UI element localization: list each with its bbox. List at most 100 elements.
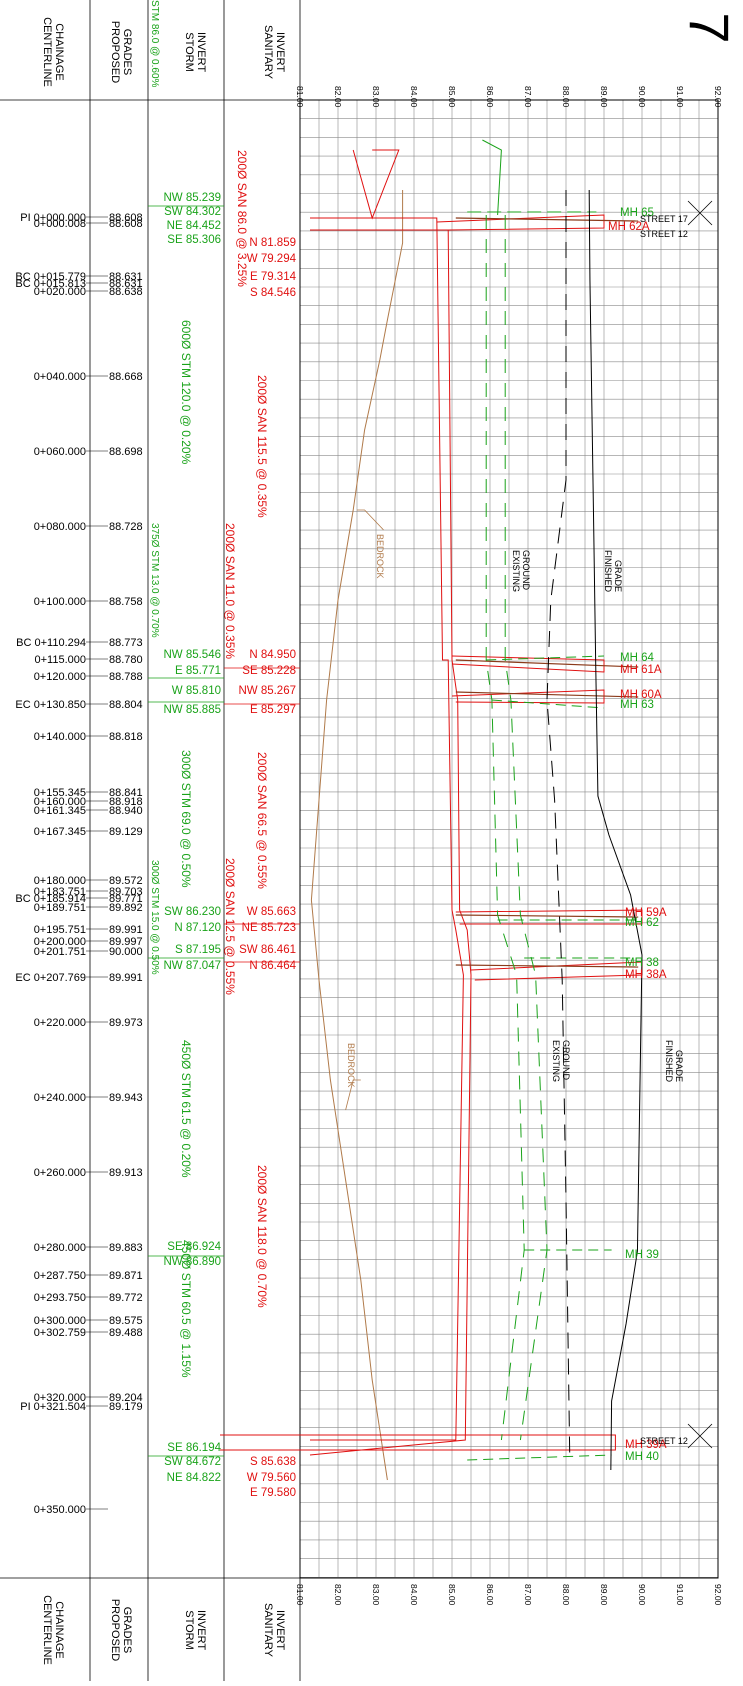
header-grades-2: GRADES xyxy=(121,1607,133,1653)
row-grade: 89.913 xyxy=(109,1167,143,1179)
storm-pipe-label: 300Ø STM 69.0 @ 0.50% xyxy=(179,750,193,888)
row-grade: 88.638 xyxy=(109,286,143,298)
elevation-scale-label: 92.00 xyxy=(713,86,723,108)
row-grade: 89.991 xyxy=(109,924,143,936)
existing-ground-label: EXISTING xyxy=(511,550,521,592)
lateral-pipe xyxy=(455,914,639,918)
storm-invert-value: NE 84.452 xyxy=(167,220,221,232)
row-grade: 88.780 xyxy=(109,654,143,666)
elevation-scale-label: 87.00 xyxy=(523,86,533,108)
profile-linework xyxy=(220,139,643,1481)
row-chainage: 0+183.751 xyxy=(34,886,86,898)
row-grade: 88.773 xyxy=(109,637,143,649)
row-grade: 88.631 xyxy=(109,278,143,290)
sanitary-pipe-label: 200Ø SAN 118.0 @ 0.70% xyxy=(255,1165,269,1308)
elevation-scale-label: 87.00 xyxy=(523,1584,533,1606)
storm-service-3 xyxy=(491,699,605,709)
street-cross xyxy=(687,200,713,226)
sanitary-invert-value: SW 86.461 xyxy=(239,944,296,956)
row-grade: 89.179 xyxy=(109,1401,143,1413)
header-storm-2: INVERT xyxy=(195,1610,207,1650)
sanitary-service-5 xyxy=(470,961,643,981)
manhole-sanitary-label: MH 59A xyxy=(625,907,667,919)
street-cross xyxy=(687,1423,713,1449)
elevation-scale-label: 88.00 xyxy=(561,86,571,108)
elevation-scale-label: 83.00 xyxy=(371,1584,381,1606)
storm-pipe-label: STM 86.0 @ 0.60% xyxy=(149,0,160,88)
elevation-scale-label: 91.00 xyxy=(675,86,685,108)
row-chainage: 0+120.000 xyxy=(34,671,86,683)
row-grade: 89.772 xyxy=(109,1292,143,1304)
header-chainage-1: CENTERLINE xyxy=(41,1595,53,1665)
street-label: STREET 12 xyxy=(640,1436,688,1446)
storm-pipe-label: 375Ø STM 13.0 @ 0.70% xyxy=(149,523,160,638)
sanitary-pipe-label: 200Ø SAN 115.5 @ 0.35% xyxy=(255,375,269,518)
storm-pipe-label: 600Ø STM 120.0 @ 0.20% xyxy=(179,320,193,465)
row-chainage: 0+161.345 xyxy=(34,805,86,817)
elevation-scale-label: 89.00 xyxy=(599,1584,609,1606)
elevation-scale-label: 84.00 xyxy=(409,86,419,108)
row-chainage: 0+260.000 xyxy=(34,1167,86,1179)
row-chainage: 0+200.000 xyxy=(34,936,86,948)
existing-ground-line xyxy=(546,190,571,1461)
sanitary-pipe-label: 200Ø SAN 12.5 @ 0.55% xyxy=(223,858,237,995)
row-chainage: 0+040.000 xyxy=(34,371,86,383)
manhole-storm-label: MH 63 xyxy=(620,699,654,711)
row-grade: 89.204 xyxy=(109,1392,143,1404)
finished-grade-line xyxy=(588,189,643,1471)
row-chainage: 0+302.759 xyxy=(34,1327,86,1339)
row-chainage: 0+201.751 xyxy=(34,946,86,958)
table-frame xyxy=(0,0,301,1681)
storm-service-7 xyxy=(467,1454,612,1461)
lateral-pipe xyxy=(455,964,639,968)
row-chainage: BC 0+015.779 xyxy=(15,271,86,283)
row-chainage: 0+195.751 xyxy=(34,924,86,936)
manhole-sanitary-label: MH 60A xyxy=(620,689,662,701)
row-grade: 88.631 xyxy=(109,271,143,283)
row-chainage: 0+287.750 xyxy=(34,1270,86,1282)
header-sanitary-1: SANITARY xyxy=(262,1603,274,1658)
sanitary-service-6 xyxy=(220,1434,616,1451)
header-sanitary-2: INVERT xyxy=(274,1610,286,1650)
elevation-scale-label: 83.00 xyxy=(371,86,381,108)
existing-ground-label: EXISTING xyxy=(551,1040,561,1082)
sanitary-main-a xyxy=(310,217,464,1441)
header-sanitary-1: SANITARY xyxy=(262,25,274,80)
row-chainage: 0+180.000 xyxy=(34,875,86,887)
storm-invert-value: SW 84.302 xyxy=(164,206,221,218)
sanitary-invert-value: E 85.297 xyxy=(250,704,296,716)
row-grade: 89.575 xyxy=(109,1315,143,1327)
row-chainage: 0+240.000 xyxy=(34,1092,86,1104)
manhole-storm-label: MH 65 xyxy=(620,207,654,219)
storm-invert-value: NW 86.890 xyxy=(163,1256,221,1268)
row-chainage: 0+300.000 xyxy=(34,1315,86,1327)
sanitary-main-b xyxy=(309,229,472,1456)
street-label: STREET 17 xyxy=(640,214,688,224)
row-grade: 88.788 xyxy=(109,671,143,683)
row-grade: 88.940 xyxy=(109,805,143,817)
storm-invert-value: NW 85.239 xyxy=(163,192,221,204)
sanitary-service-1 xyxy=(436,214,605,231)
elevation-scale-label: 90.00 xyxy=(637,1584,647,1606)
row-chainage: 0+140.000 xyxy=(34,731,86,743)
row-chainage: PI 0+000.000 xyxy=(20,212,86,224)
storm-invert-value: W 85.810 xyxy=(172,685,221,697)
header-chainage-2: CHAINAGE xyxy=(53,1601,65,1658)
lateral-pipe xyxy=(455,659,639,668)
bedrock-leader xyxy=(345,1079,361,1111)
row-grade: 88.818 xyxy=(109,731,143,743)
elevation-scale-label: 86.00 xyxy=(485,1584,495,1606)
header-grades-1: PROPOSED xyxy=(109,21,121,83)
manhole-sanitary-label: MH 38A xyxy=(625,969,667,981)
manhole-storm-label: MH 64 xyxy=(620,652,654,664)
row-grade: 88.698 xyxy=(109,446,143,458)
elevation-scale-label: 82.00 xyxy=(333,1584,343,1606)
pipe-descriptions: STM 86.0 @ 0.60% 600Ø STM 120.0 @ 0.20% 37… xyxy=(149,0,269,1378)
storm-invert-value: E 85.771 xyxy=(175,665,221,677)
sanitary-invert-value: SE 85.228 xyxy=(242,665,296,677)
storm-invert-value: NW 85.546 xyxy=(163,649,221,661)
